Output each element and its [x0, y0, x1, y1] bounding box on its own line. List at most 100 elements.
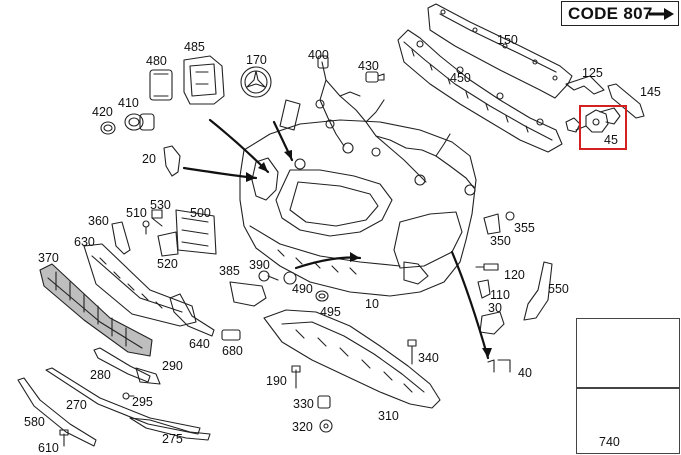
part-280-strip	[93, 347, 151, 383]
part-125-bracket	[565, 75, 605, 95]
part-275-trim	[129, 417, 211, 441]
label-340: 340	[418, 351, 439, 365]
label-270: 270	[66, 398, 87, 412]
label-120: 120	[504, 268, 525, 282]
label-10: 10	[365, 297, 379, 311]
part-360-bracket	[111, 221, 131, 255]
label-510: 510	[126, 206, 147, 220]
part-630-grille-frame	[83, 243, 197, 327]
part-330-clip	[317, 395, 331, 409]
label-190: 190	[266, 374, 287, 388]
label-385: 385	[219, 264, 240, 278]
label-390: 390	[249, 258, 270, 272]
label-280: 280	[90, 368, 111, 382]
label-530: 530	[150, 198, 171, 212]
label-360: 360	[88, 214, 109, 228]
label-110: 110	[490, 288, 510, 302]
part-680-clip	[221, 329, 241, 341]
label-495: 495	[320, 305, 341, 319]
label-520: 520	[157, 257, 178, 271]
label-490: 490	[292, 282, 313, 296]
label-355: 355	[514, 221, 535, 235]
part-495-grommet	[315, 290, 329, 302]
label-310: 310	[378, 409, 399, 423]
label-45: 45	[604, 133, 618, 147]
part-170-badge	[240, 66, 272, 98]
part-110-clip	[477, 279, 491, 299]
part-320-nut	[319, 419, 333, 433]
label-410: 410	[118, 96, 139, 110]
label-420: 420	[92, 105, 113, 119]
part-270-trim	[45, 367, 201, 435]
label-550: 550	[548, 282, 569, 296]
label-680: 680	[222, 344, 243, 358]
part-355-clip	[505, 211, 515, 221]
label-430: 430	[358, 59, 379, 73]
part-530-clip	[151, 209, 163, 227]
part-120-screw	[475, 263, 499, 271]
part-145-strip	[607, 83, 645, 119]
part-450-beam	[397, 29, 563, 153]
part-610-pin	[59, 429, 69, 447]
part-150-crossmember	[427, 3, 573, 99]
part-430-connector	[365, 71, 385, 83]
label-320: 320	[292, 420, 313, 434]
part-40-bracket	[487, 359, 511, 373]
part-10-bumper-cover	[239, 99, 477, 297]
inset-panel-740: 740	[576, 388, 680, 454]
part-30-cover	[479, 311, 505, 335]
highlight-box	[579, 105, 627, 150]
label-30: 30	[488, 301, 502, 315]
label-485: 485	[184, 40, 205, 54]
label-295: 295	[132, 395, 153, 409]
label-150: 150	[497, 33, 518, 47]
part-20-cover	[163, 145, 181, 177]
part-480-module	[149, 69, 173, 101]
part-350-holder	[483, 213, 501, 235]
arrow-heads	[246, 150, 492, 358]
code-badge: CODE 807	[561, 1, 679, 26]
label-170: 170	[246, 53, 267, 67]
label-20: 20	[142, 152, 156, 166]
label-330: 330	[293, 397, 314, 411]
label-125: 125	[582, 66, 603, 80]
part-490-holder	[283, 271, 297, 285]
label-450: 450	[450, 71, 471, 85]
part-580-trim	[17, 377, 97, 447]
part-410-parking-sensor	[124, 113, 155, 131]
part-45-sensor-bracket	[565, 107, 621, 133]
part-485-bracket	[183, 55, 225, 105]
label-145: 145	[640, 85, 661, 99]
part-385-sensor-holder	[229, 281, 267, 307]
part-550-bracket	[523, 261, 553, 321]
part-510-screw	[142, 220, 150, 235]
part-520-bracket	[157, 231, 179, 257]
label-640: 640	[189, 337, 210, 351]
label-290: 290	[162, 359, 183, 373]
part-500-plate-holder	[175, 209, 217, 255]
part-340-pin	[407, 339, 417, 365]
part-310-underbody-shield	[263, 309, 441, 409]
inset-panel-210	[576, 318, 680, 388]
label-350: 350	[490, 234, 511, 248]
part-290-bracket	[135, 367, 161, 385]
code-label: CODE 807	[568, 4, 653, 23]
label-740: 740	[599, 435, 620, 449]
part-295-screw	[122, 392, 135, 400]
part-640-strip	[169, 293, 215, 337]
arrow-right-icon	[649, 8, 674, 20]
label-500: 500	[190, 206, 211, 220]
label-40: 40	[518, 366, 532, 380]
part-420-sensor-ring	[100, 121, 116, 135]
label-370: 370	[38, 251, 59, 265]
part-190-pin	[291, 365, 301, 389]
part-370-lower-grille	[39, 263, 153, 357]
label-580: 580	[24, 415, 45, 429]
label-480: 480	[146, 54, 167, 68]
label-630: 630	[74, 235, 95, 249]
label-400: 400	[308, 48, 329, 62]
pointer-arrows	[182, 118, 490, 360]
label-275: 275	[162, 432, 183, 446]
part-390-clip	[258, 270, 279, 282]
